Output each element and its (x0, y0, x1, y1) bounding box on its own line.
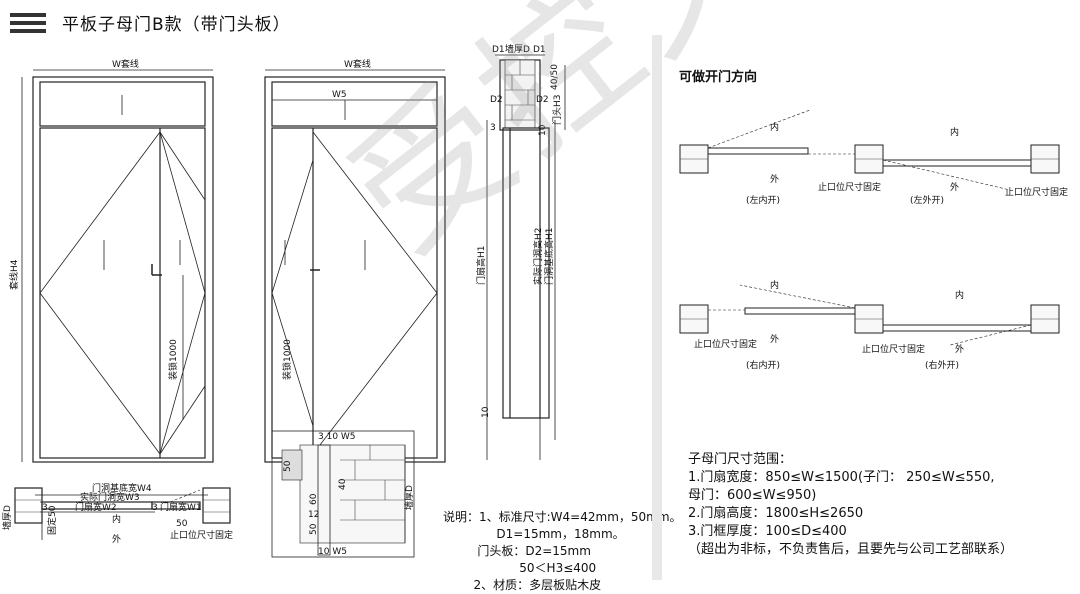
plan-w2: 门扇宽W2 (75, 501, 117, 513)
ll-caption: (左内开) (746, 194, 780, 206)
lo-stop: 止口位尺寸固定 (1005, 186, 1068, 198)
ll-stop: 止口位尺寸固定 (818, 181, 881, 193)
left-top-label: W套线 (112, 58, 139, 70)
left-transom (39, 81, 206, 127)
right-width-label: W5 (332, 90, 347, 100)
detail-40: 40 (338, 478, 348, 490)
note-line: 说明：1、标准尺寸:W4=42mm，50mm。 (443, 510, 682, 524)
panel-divider (652, 35, 662, 580)
section-d1-a: D1 (492, 45, 505, 55)
section-wall: 墙厚D (505, 43, 530, 55)
spec-line: 1.门扇宽度：850≤W≤1500(子门： 250≤W≤550, (688, 470, 995, 485)
section-h2a: 实际门洞高H2 (532, 228, 544, 286)
plan-outer: 外 (112, 533, 121, 545)
detail-60: 60 (309, 493, 319, 505)
ll-outer: 外 (770, 173, 779, 185)
plan-3b: 3 (152, 503, 158, 513)
right-handle-label: 装锁1000 (281, 339, 293, 380)
section-10b: 10 (481, 406, 491, 418)
left-handle-label: 装锁1000 (167, 339, 179, 380)
spec-line: 子母门尺寸范围： (688, 452, 793, 467)
section-d1-b: D1 (533, 45, 546, 55)
lo-outer: 外 (950, 181, 959, 193)
right-panel-title: 可做开门方向 (679, 70, 758, 85)
detail-top: 3 10 W5 (318, 432, 356, 442)
detail-wall: 墙厚D (403, 485, 415, 510)
rl-outer: 外 (770, 333, 779, 345)
section-h2b: 门洞基底高H1 (543, 228, 555, 286)
left-frame (32, 76, 214, 463)
ro-outer: 外 (955, 343, 964, 355)
menu-icon[interactable] (10, 13, 46, 33)
lo-inner: 内 (950, 126, 959, 138)
section-40-50: 40/50 (550, 64, 560, 90)
spec-line: 2.门扇高度：1800≤H≤2650 (688, 506, 864, 521)
notes: 说明：1、标准尺寸:W4=42mm，50mm。 D1=15mm，18mm。 门头… (443, 509, 682, 594)
plan-w1: 门扇宽W1 (160, 501, 202, 513)
section-3: 3 (490, 123, 496, 133)
section-10a: 10 (538, 124, 548, 136)
left-height-label: 套线H4 (8, 259, 20, 290)
note-line: 门头板：D2=15mm (443, 544, 591, 558)
spec-list: 子母门尺寸范围： 1.门扇宽度：850≤W≤1500(子门： 250≤W≤550… (688, 451, 1013, 559)
rl-stop: 止口位尺寸固定 (694, 338, 757, 350)
section-d2-right: D2 (536, 95, 549, 105)
section-h3: 门头H3 (551, 95, 563, 126)
ro-inner: 内 (955, 289, 964, 301)
plan-stop: 止口位尺寸固定 (170, 529, 233, 541)
section-h1: 门扇高H1 (475, 246, 487, 286)
page-title: 平板子母门B款（带门头板） (62, 15, 291, 35)
right-top-label: W套线 (344, 58, 371, 70)
lo-caption: (左外开) (910, 194, 944, 206)
spec-line: （超出为非标，不负责售后，且要先与公司工艺部联系） (688, 542, 1014, 557)
note-line: 50＜H3≤400 (443, 561, 597, 575)
plan-w4: 门洞基底宽W4 (92, 482, 152, 494)
spec-line: 3.门框厚度：100≤D≤400 (688, 524, 847, 539)
detail-12: 12 (308, 510, 319, 520)
detail-bottom: 10 W5 (318, 547, 347, 557)
detail-50: 50 (283, 460, 293, 472)
plan-wall: 墙厚D (1, 505, 13, 530)
opening-diagrams: 内 外 止口位尺寸固定 (左内开) 内 外 止口位尺寸固定 (左外开) 内 外 … (679, 110, 1068, 371)
ro-caption: (右外开) (925, 359, 959, 371)
detail-50b: 50 (309, 523, 319, 535)
ro-stop: 止口位尺寸固定 (862, 343, 925, 355)
plan-50: 50 (176, 519, 188, 529)
rl-inner: 内 (770, 279, 779, 291)
plan-3a: 3 (42, 503, 48, 513)
section-d2-left: D2 (490, 95, 503, 105)
ll-inner: 内 (770, 121, 779, 133)
spec-line: 母门：600≤W≤950) (688, 488, 817, 503)
plan-inner: 内 (112, 513, 121, 525)
plan-fix: 固定50 (46, 505, 58, 535)
plan-w3: 实际门洞宽W3 (80, 491, 140, 503)
rl-caption: (右内开) (746, 359, 780, 371)
drawing-left: W套线 套线H4 装锁1000 W套线 W5 装锁1000 D1 墙厚D D1 … (1, 43, 566, 558)
note-line: D1=15mm，18mm。 (443, 527, 625, 541)
